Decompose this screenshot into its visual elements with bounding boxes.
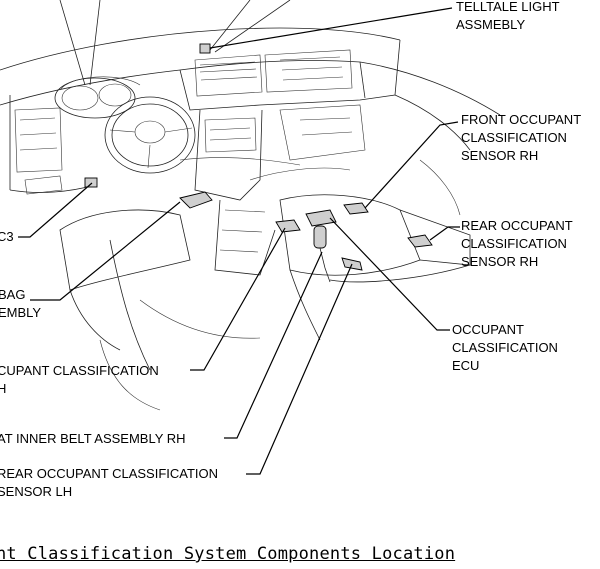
rear-sensor-lh-label: REAR OCCUPANT CLASSIFICATION SENSOR LH (0, 465, 218, 501)
occupant-class-leader (190, 227, 286, 371)
dashboard-sketch (0, 0, 501, 411)
rear-sensor-rh-part (407, 234, 433, 248)
front-sensor-rh-part (343, 202, 369, 215)
rear-sensor-rh-line-3: SENSOR RH (461, 254, 539, 269)
rear-sensor-rh-label: REAR OCCUPANT CLASSIFICATION SENSOR RH (461, 217, 573, 271)
front-sensor-rh-line-2: CLASSIFICATION (461, 130, 567, 145)
rear-sensor-rh-line-2: CLASSIFICATION (461, 236, 567, 251)
ecu-label: OCCUPANT CLASSIFICATION ECU (452, 321, 558, 375)
inner-belt-part (313, 225, 327, 249)
rear-sensor-lh-line-1: REAR OCCUPANT CLASSIFICATION (0, 466, 219, 481)
occupant-class-line-1: CUPANT CLASSIFICATION (0, 363, 159, 378)
rear-sensor-rh-leader (429, 226, 460, 241)
rear-sensor-rh-line-1: REAR OCCUPANT (461, 218, 573, 233)
front-sensor-rh-leader (364, 121, 459, 209)
c3-leader (18, 182, 93, 238)
airbag-label: BAG EMBLY (0, 286, 41, 322)
leader-lines (18, 7, 460, 475)
inner-belt-leader (224, 251, 323, 439)
occupant-class-line-2: H (0, 381, 7, 396)
ecu-leader (329, 217, 450, 331)
occupant-class-part (275, 219, 301, 233)
telltale-line-1: TELLTALE LIGHT (456, 0, 560, 14)
telltale-label: TELLTALE LIGHT ASSMEBLY (456, 0, 560, 34)
occupant-class-label: CUPANT CLASSIFICATION H (0, 362, 159, 398)
airbag-line-2: EMBLY (0, 305, 42, 320)
telltale-leader (209, 7, 453, 49)
front-sensor-rh-label: FRONT OCCUPANT CLASSIFICATION SENSOR RH (461, 111, 581, 165)
ecu-line-3: ECU (452, 358, 480, 373)
c3-label: C3 (0, 229, 14, 244)
component-parts (84, 43, 433, 283)
airbag-part (179, 191, 213, 209)
ecu-part (305, 209, 337, 227)
c3-connector-part (84, 177, 98, 188)
airbag-line-1: BAG (0, 287, 26, 302)
ecu-line-2: CLASSIFICATION (452, 340, 558, 355)
telltale-line-2: ASSMEBLY (456, 17, 526, 32)
rear-sensor-lh-line-2: SENSOR LH (0, 484, 73, 499)
airbag-leader (30, 201, 181, 301)
front-sensor-rh-line-3: SENSOR RH (461, 148, 539, 163)
figure-caption: nt Classification System Components Loca… (0, 544, 456, 564)
front-sensor-rh-line-1: FRONT OCCUPANT (461, 112, 582, 127)
ecu-line-1: OCCUPANT (452, 322, 524, 337)
rear-sensor-lh-leader (246, 263, 353, 475)
telltale-light-part (199, 43, 211, 54)
inner-belt-label: AT INNER BELT ASSEMBLY RH (0, 431, 186, 446)
